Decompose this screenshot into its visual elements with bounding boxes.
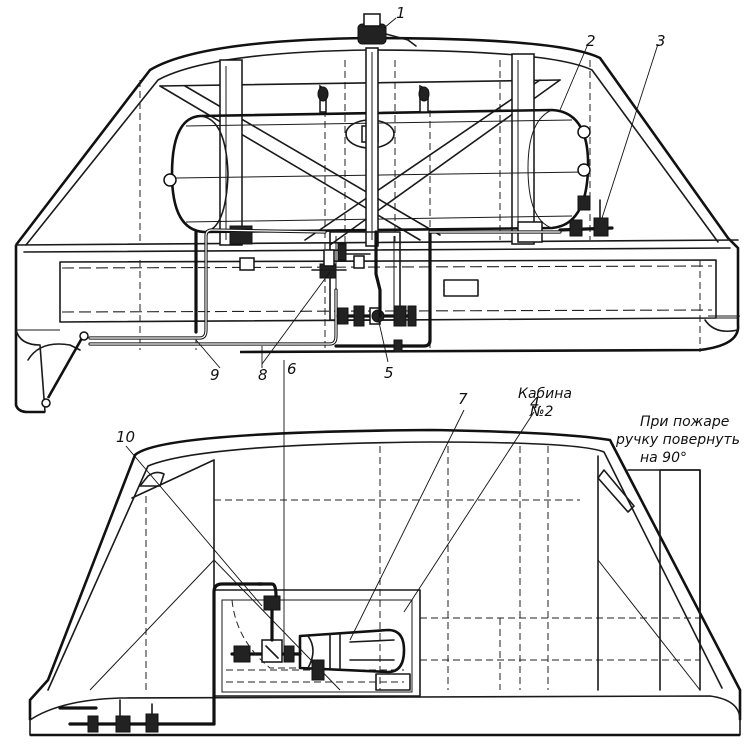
callout-5: 5 [384, 364, 394, 382]
upper-cab-view [14, 13, 740, 414]
callout-8: 8 [258, 366, 268, 384]
valve-cabinet [213, 582, 421, 697]
callout-7: 7 [458, 390, 468, 408]
pipe-runs-8-9 [88, 228, 562, 348]
cabin-label-line2: №2 [529, 404, 554, 420]
upper-cab-outline [14, 36, 740, 414]
callout-4: 4 [530, 394, 540, 412]
leader-lines [125, 17, 659, 650]
left-window [139, 471, 165, 487]
valve-group-5 [336, 230, 417, 353]
fire-instruction-note: При пожаре ручку повернуть на 90° [615, 414, 740, 466]
cylinder-7 [298, 628, 406, 674]
fire-note-line3: на 90° [640, 450, 687, 466]
lower-cab-outline [28, 428, 742, 720]
callout-9: 9 [210, 366, 220, 384]
distribution-valve-6 [311, 243, 371, 279]
cabin-label: Кабина №2 [518, 386, 572, 420]
callout-6-upper: 6 [287, 360, 297, 378]
fire-note-line2: ручку повернуть [615, 432, 740, 448]
callout-numbers: 1 2 3 5 6 8 9 10 7 4 [116, 4, 666, 446]
step-bar [46, 337, 84, 399]
tank-valve-3 [558, 125, 614, 237]
roof-valve-1 [357, 13, 417, 47]
cabin-label-line1: Кабина [518, 386, 572, 402]
right-window [597, 469, 635, 513]
callout-1: 1 [396, 4, 406, 22]
callout-3: 3 [656, 32, 666, 50]
cross-brace [159, 79, 561, 246]
lower-cab-view [28, 428, 742, 737]
callout-10: 10 [116, 428, 135, 446]
floor-piping [58, 582, 264, 733]
side-hatch [443, 279, 479, 297]
roof-nozzles [317, 84, 430, 113]
fire-note-line1: При пожаре [640, 414, 729, 430]
callout-2: 2 [586, 32, 596, 50]
